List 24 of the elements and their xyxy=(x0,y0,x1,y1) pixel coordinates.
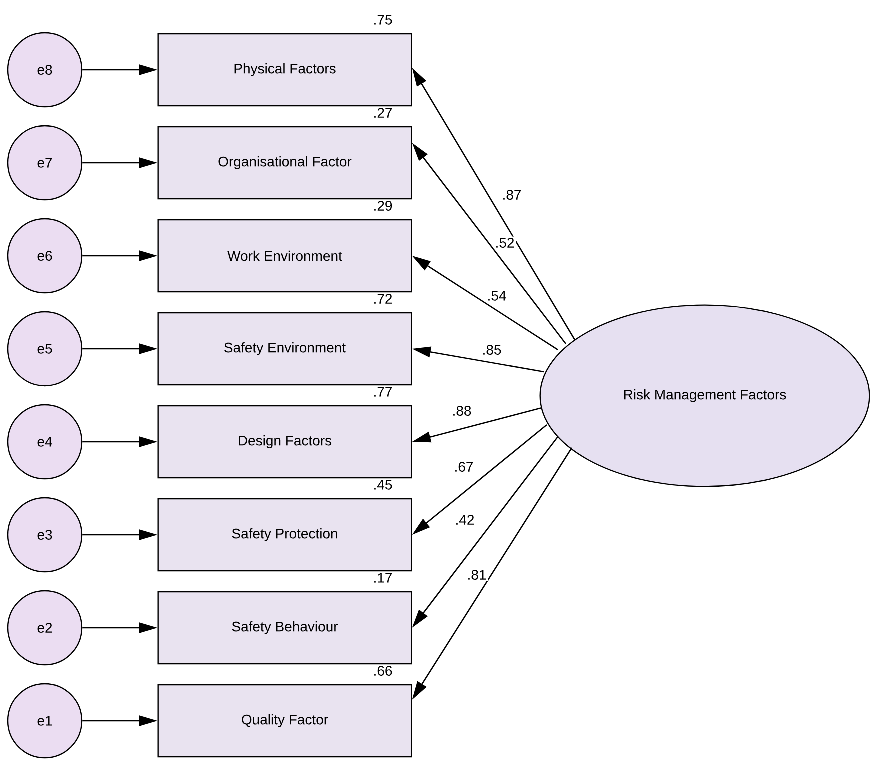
observed-box: Quality Factor xyxy=(158,684,412,758)
r-squared-label: .45 xyxy=(374,480,392,490)
r-squared-label: .77 xyxy=(374,387,392,397)
observed-box: Safety Environment xyxy=(158,312,412,386)
observed-box: Organisational Factor xyxy=(158,126,412,200)
loading-label: .88 xyxy=(450,404,474,418)
loading-label: .87 xyxy=(500,188,524,202)
r-squared-label: .27 xyxy=(374,108,392,118)
observed-box: Physical Factors xyxy=(158,33,412,107)
r-squared-label: .66 xyxy=(374,666,392,676)
loading-label: .54 xyxy=(486,290,508,302)
loading-label: .85 xyxy=(480,344,504,356)
observed-box: Design Factors xyxy=(158,405,412,479)
observed-box: Safety Behaviour xyxy=(158,591,412,665)
r-squared-label: .72 xyxy=(374,294,392,304)
observed-box: Work Environment xyxy=(158,219,412,293)
loading-label: .42 xyxy=(454,514,476,526)
loading-label: .67 xyxy=(452,460,476,474)
r-squared-label: .75 xyxy=(374,15,392,25)
r-squared-label: .17 xyxy=(374,573,392,583)
loading-label: .81 xyxy=(466,568,488,582)
observed-box: Safety Protection xyxy=(158,498,412,572)
r-squared-label: .29 xyxy=(374,201,392,211)
loading-label: .52 xyxy=(494,236,516,250)
